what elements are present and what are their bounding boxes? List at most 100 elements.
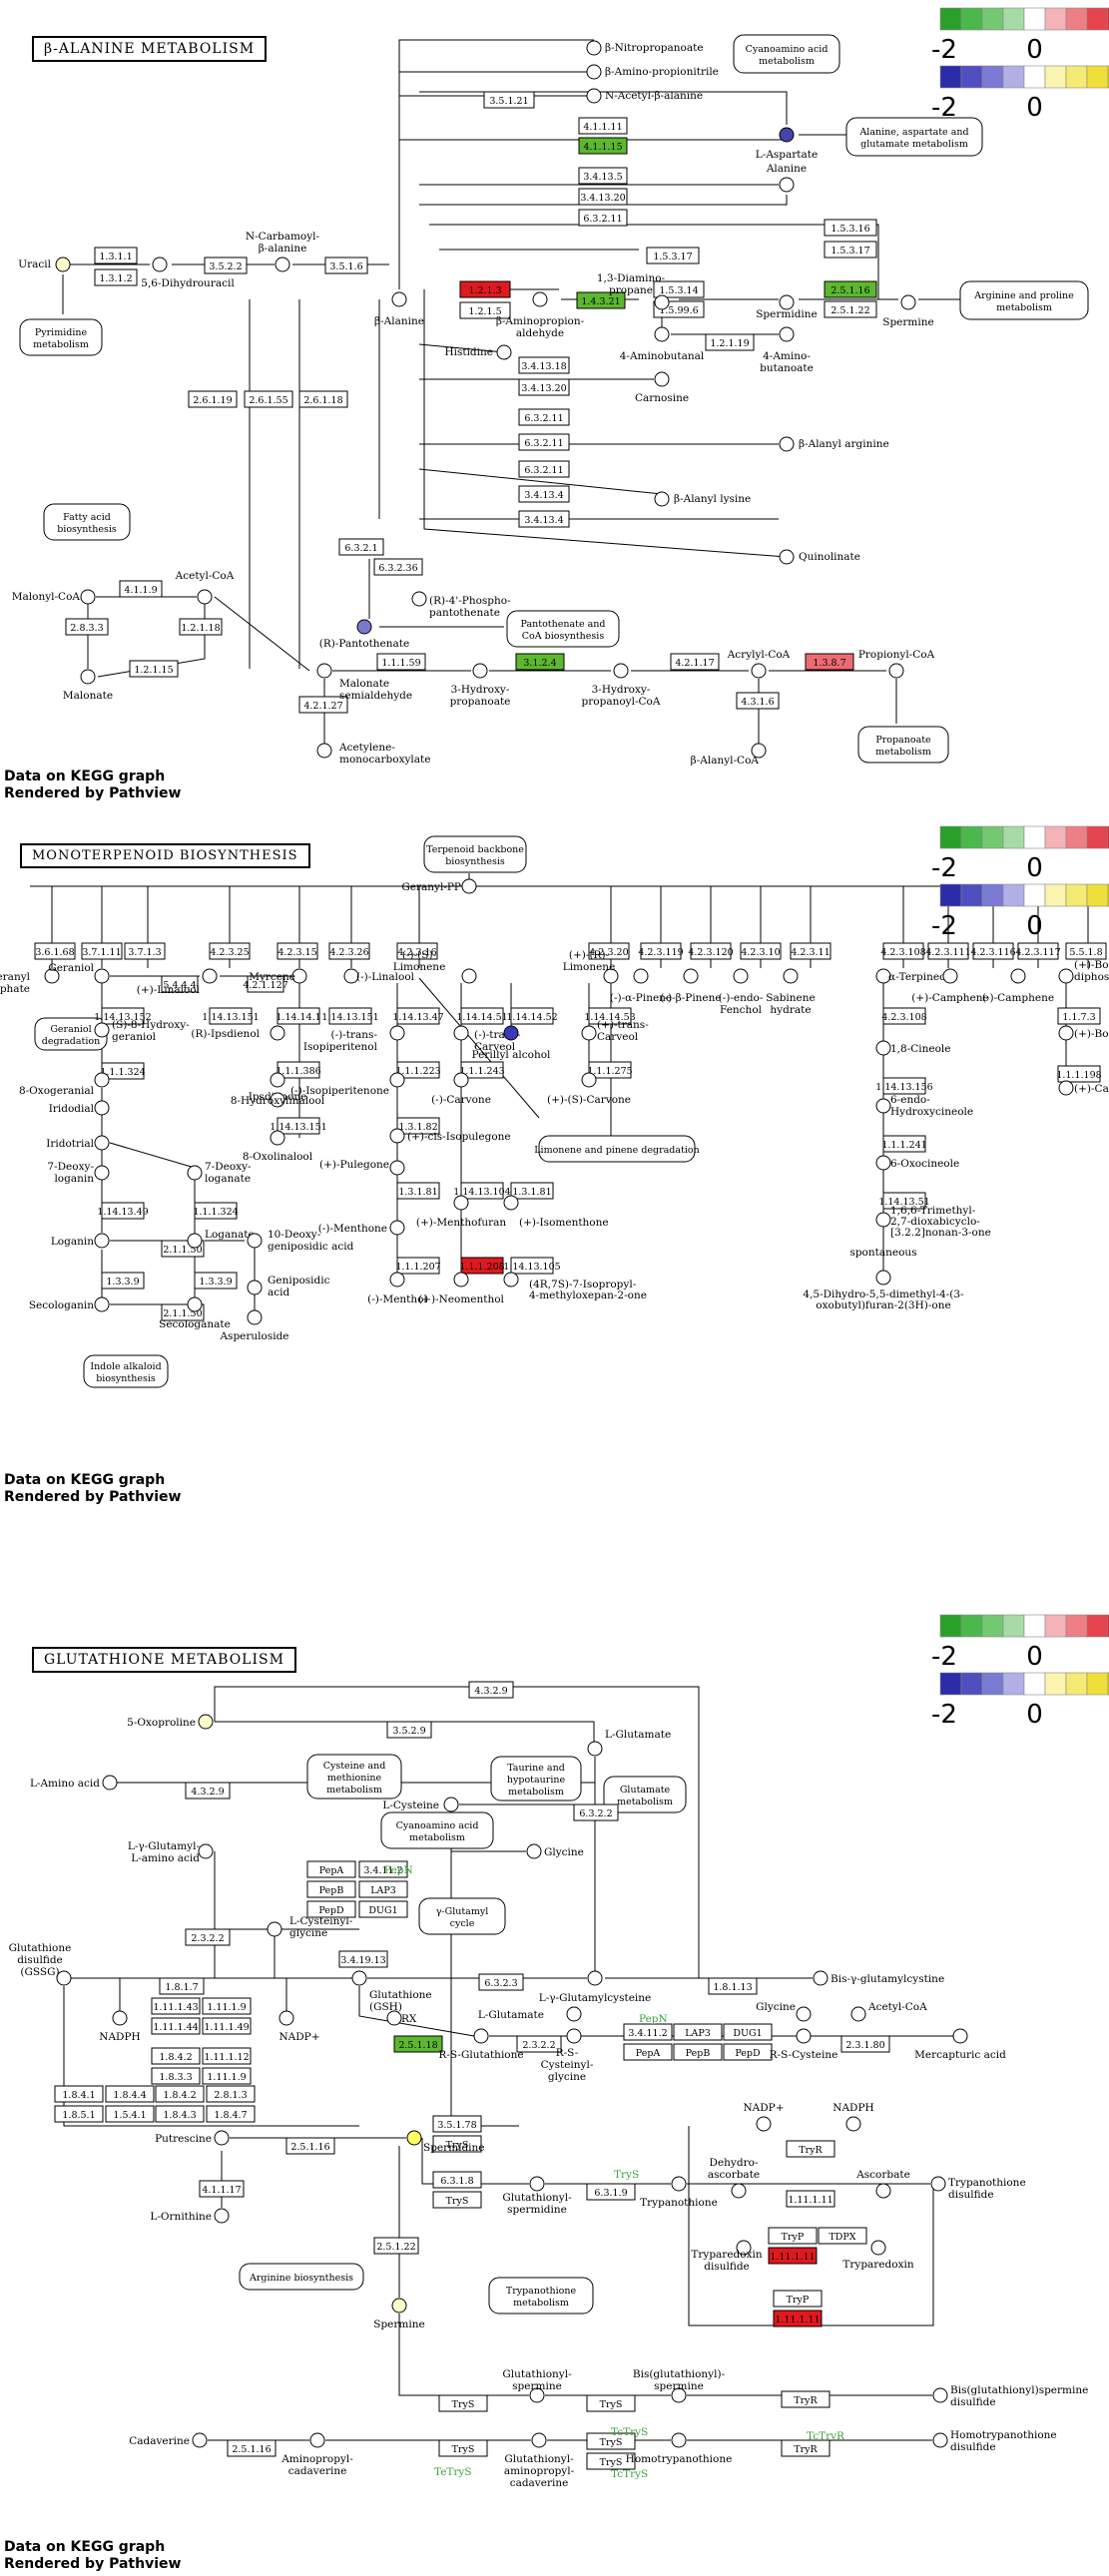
- compound-label: Cysteinyl-: [541, 2059, 594, 2071]
- enzyme-box: [460, 1061, 504, 1079]
- compound-node: [586, 64, 602, 80]
- legend-tick: 0: [1026, 35, 1043, 65]
- compound-label: (+)-(S)-Carvone: [547, 1094, 631, 1106]
- pathway-map-label: Fatty acid: [63, 512, 111, 523]
- enzyme-label: 1.1.1.324: [100, 1067, 145, 1078]
- enzyme-label: 4.3.2.9: [474, 1686, 507, 1697]
- enzyme-box: [882, 1077, 926, 1095]
- enzyme-box: [573, 1803, 619, 1821]
- enzyme-box: [882, 1135, 926, 1153]
- enzyme-label: 1.3.1.2: [99, 273, 132, 284]
- compound-node: [270, 1072, 285, 1088]
- enzyme-label: 3.4.13.18: [521, 361, 566, 372]
- enzyme-label: TryS: [446, 2196, 469, 2207]
- compound-label: 2,7-dioxabicyclo-: [890, 1216, 980, 1228]
- enzyme-box: [840, 2035, 890, 2053]
- compound-node: [44, 968, 60, 984]
- enzyme-label: 6.3.2.11: [524, 438, 563, 449]
- enzyme-label: 4.3.2.9: [191, 1787, 224, 1798]
- legend-swatch: [939, 65, 962, 89]
- pathway-map-link: [380, 1811, 494, 1849]
- enzyme-box: [460, 1182, 504, 1200]
- legend-swatch: [1065, 65, 1088, 89]
- enzyme-box: [576, 291, 626, 309]
- compound-label: Trypanothione: [948, 2177, 1026, 2189]
- pathway-map-link: [506, 610, 620, 648]
- enzyme-label: 1.1.1.208: [459, 1262, 504, 1273]
- pathway-map-label: Geraniol: [50, 1024, 91, 1035]
- reaction-edge: [358, 1986, 475, 2037]
- enzyme-box: [673, 2043, 723, 2061]
- compound-node: [94, 1165, 110, 1181]
- compound-label: Bis(glutathionyl)spermine: [950, 2384, 1088, 2396]
- compound-label: (+)-Menthofuran: [416, 1217, 506, 1229]
- enzyme-box: [768, 2227, 818, 2245]
- legend-tick: -2: [931, 93, 957, 123]
- compound-node: [94, 1072, 110, 1088]
- enzyme-label: 1.11.1.49: [204, 2022, 249, 2033]
- pathway-map-label: biosynthesis: [445, 856, 505, 867]
- pathway-map-label: glutamate metabolism: [860, 139, 968, 150]
- compound-node: [56, 1970, 72, 1986]
- enzyme-label: 1.2.1.18: [181, 623, 220, 634]
- reaction-edge: [419, 195, 788, 206]
- compound-label: Spermine: [882, 316, 933, 328]
- enzyme-box: [740, 942, 782, 960]
- compound-label: aldehyde: [516, 327, 564, 339]
- compound-node: [198, 1843, 214, 1859]
- pathway-map-label: Trypanothione: [506, 2286, 577, 2297]
- legend-swatch: [960, 1672, 983, 1696]
- compound-label: Dehydro-: [710, 2157, 759, 2169]
- legend-swatch: [1086, 883, 1109, 907]
- enzyme-box: [646, 247, 700, 264]
- legend-swatch: [1065, 825, 1088, 849]
- enzyme-label: 1.14.13.156: [875, 1082, 932, 1093]
- enzyme-label: 1.5.3.14: [659, 285, 698, 296]
- compound-node: [411, 591, 427, 607]
- pathway-map-link: [488, 2277, 594, 2315]
- pathway-map-link: [603, 1776, 687, 1813]
- enzyme-label: 2.3.2.2: [522, 2040, 555, 2051]
- legend-swatch: [1002, 7, 1025, 31]
- compound-label: Cadaverine: [129, 2435, 190, 2447]
- enzyme-label: 3.4.13.20: [580, 193, 625, 204]
- compound-node: [406, 2130, 422, 2146]
- enzyme-label: 4.2.3.108: [880, 947, 925, 958]
- enzyme-label: 3.4.13.4: [524, 515, 563, 526]
- footer-line-1: Data on KEGG graph: [4, 1472, 166, 1488]
- compound-label: cadaverine: [510, 2477, 569, 2489]
- enzyme-label: 1.5.3.17: [831, 246, 869, 257]
- enzyme-box: [101, 1272, 145, 1289]
- enzyme-label: 4.1.1.11: [583, 122, 622, 133]
- compound-label: Propionyl-CoA: [858, 649, 935, 661]
- compound-label: loganate: [205, 1173, 251, 1185]
- legend-tick: -2: [931, 35, 957, 65]
- enzyme-label: TryP: [787, 2295, 810, 2306]
- enzyme-box: [882, 1007, 926, 1025]
- compound-node: [756, 2116, 772, 2132]
- enzyme-label: 1.14.13.151: [270, 1122, 326, 1133]
- enzyme-label: LAP3: [370, 1885, 396, 1896]
- compound-label: Glutathionyl-: [502, 2192, 572, 2204]
- enzyme-label: 4.2.3.116: [970, 947, 1015, 958]
- compound-label: diphosphate: [1074, 971, 1109, 983]
- compound-label: propanoyl-CoA: [582, 696, 661, 708]
- compound-node: [779, 436, 795, 452]
- footer-line-2: Rendered by Pathview: [4, 785, 182, 801]
- enzyme-box: [105, 2085, 155, 2103]
- compound-node: [875, 2183, 891, 2199]
- legend-swatch: [981, 7, 1004, 31]
- enzyme-label: PepD: [318, 1905, 344, 1916]
- legend-swatch: [1065, 883, 1088, 907]
- compound-label: 6-endo-: [890, 1094, 930, 1106]
- enzyme-label: 1.1.7.3: [1062, 1012, 1095, 1023]
- enzyme-box: [736, 692, 780, 710]
- enzyme-box: [1057, 1007, 1101, 1025]
- compound-label: ascorbate: [708, 2169, 760, 2181]
- legend-tick: 0: [1026, 93, 1043, 123]
- compound-node: [875, 1270, 891, 1286]
- enzyme-label: 2.6.1.19: [193, 395, 232, 406]
- compound-label: 5,6-Dihydrouracil: [141, 277, 235, 289]
- enzyme-box: [438, 2394, 488, 2412]
